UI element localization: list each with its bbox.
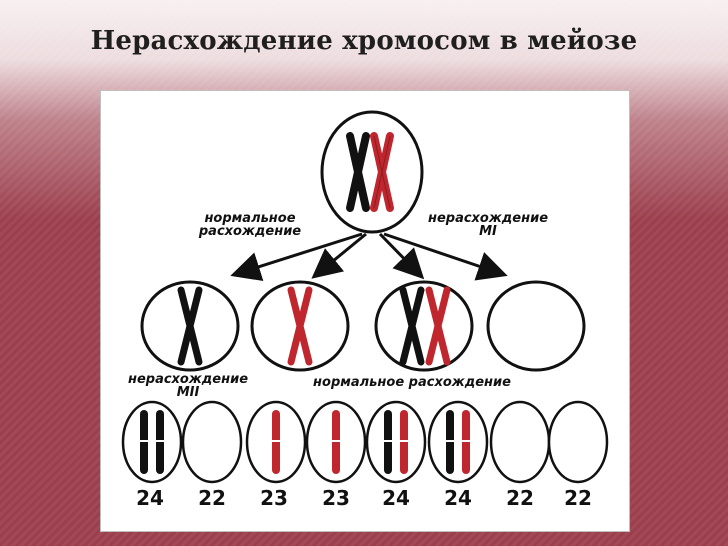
cell-mii-3 <box>374 280 474 372</box>
label-normal-bottom: нормальное расхождение <box>313 375 511 390</box>
count-gamete-6: 24 <box>444 486 472 510</box>
parent-red-chromosome <box>370 132 394 212</box>
parent-black-chromosome <box>346 132 370 212</box>
label-nondisjunction-mii-line2: MII <box>177 385 200 400</box>
count-gamete-5: 24 <box>382 486 410 510</box>
centromere-marks <box>139 440 471 442</box>
slide-title: Нерасхождение хромосом в мейозе <box>90 26 638 56</box>
cell-mii-3-red-chromosome <box>425 286 451 366</box>
arrows <box>230 232 508 282</box>
count-gamete-8: 22 <box>564 486 592 510</box>
count-gamete-2: 22 <box>198 486 226 510</box>
gamete-8 <box>547 400 609 484</box>
parent-cell <box>320 110 424 234</box>
count-gamete-1: 24 <box>136 486 164 510</box>
label-nondisjunction-mii-line1: нерасхождение <box>128 372 248 387</box>
cell-mii-2-red-chromosome <box>287 286 313 366</box>
gamete-7 <box>489 400 551 484</box>
cell-mii-1-black-chromosome <box>177 286 203 366</box>
gametes <box>121 400 609 484</box>
count-gamete-4: 23 <box>322 486 350 510</box>
count-gamete-7: 22 <box>506 486 534 510</box>
gamete-2 <box>181 400 243 484</box>
label-normal-line2: расхождение <box>198 224 301 239</box>
count-gamete-3: 23 <box>260 486 288 510</box>
label-normal-line1: нормальное <box>204 211 295 226</box>
label-nondisjunction-mi-line1: нерасхождение <box>428 211 548 226</box>
cell-mii-4-empty <box>486 280 586 372</box>
label-nondisjunction-mi-line2: MI <box>479 224 497 239</box>
cell-mii-3-black-chromosome <box>399 286 425 366</box>
